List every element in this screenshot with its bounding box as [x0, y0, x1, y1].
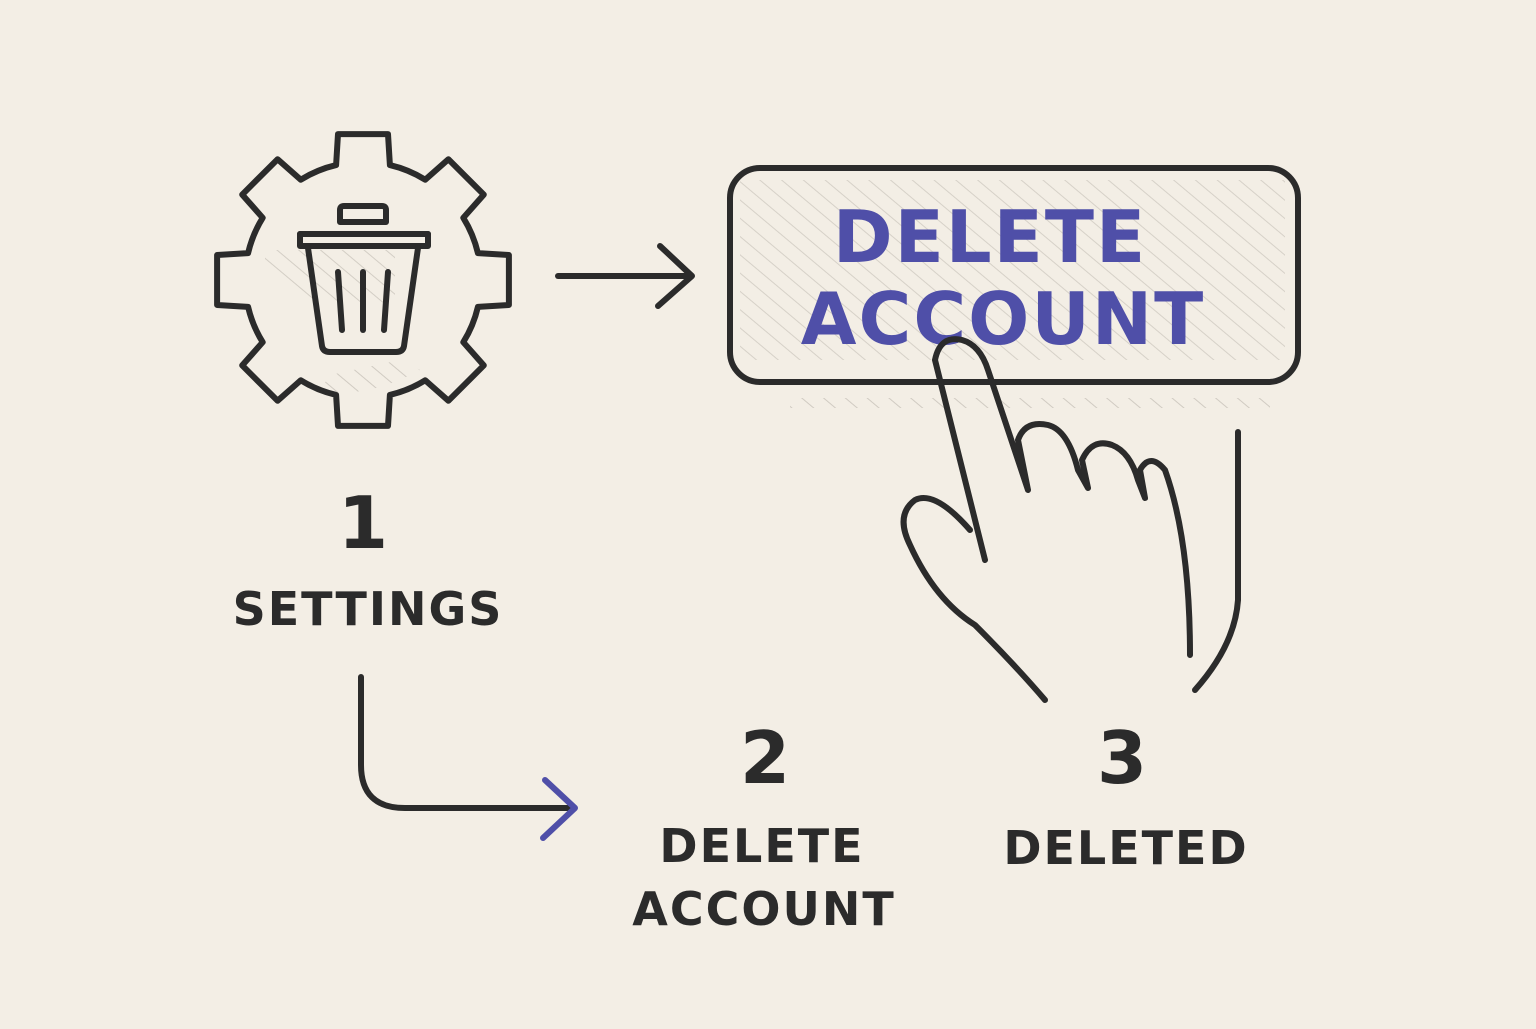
pointing-hand-icon — [900, 336, 1241, 703]
trash-icon — [297, 203, 431, 355]
step-1-label: SETTINGS — [233, 582, 504, 636]
arrow-right-icon — [555, 243, 695, 309]
step-2-label-line2: ACCOUNT — [632, 882, 895, 936]
step-3-number: 3 — [1097, 716, 1147, 800]
button-label-line2: ACCOUNT — [801, 277, 1205, 361]
button-label-line1: DELETE — [833, 195, 1147, 279]
step-2-label-line1: DELETE — [659, 819, 864, 873]
delete-account-button[interactable]: DELETE ACCOUNT — [727, 165, 1301, 408]
step-1-number: 1 — [338, 481, 388, 565]
step-3-label: DELETED — [1003, 821, 1248, 875]
curved-arrow-icon — [358, 674, 578, 841]
step-2-number: 2 — [740, 716, 790, 800]
